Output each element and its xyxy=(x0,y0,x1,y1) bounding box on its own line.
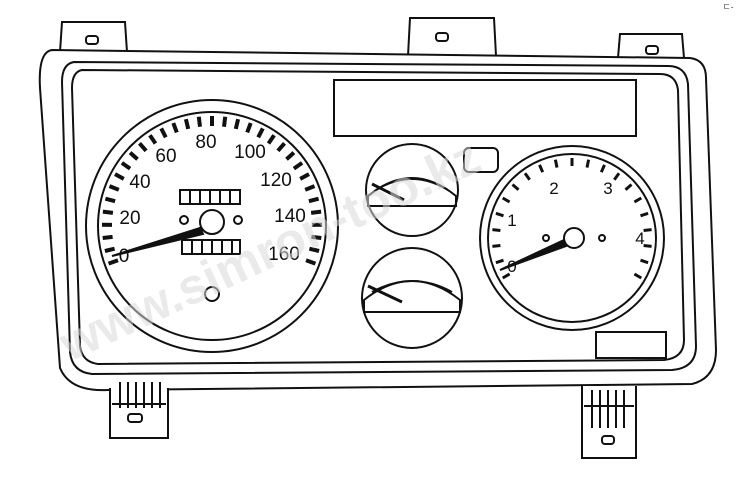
tach-label-1: 1 xyxy=(507,211,516,230)
speedometer-tick xyxy=(199,117,200,127)
speed-label-20: 20 xyxy=(119,208,140,229)
tachometer-tick xyxy=(587,160,589,168)
tach-label-3: 3 xyxy=(603,179,612,198)
speed-label-120: 120 xyxy=(260,170,292,191)
tachometer-tick xyxy=(492,246,500,247)
tach-label-0: 0 xyxy=(507,257,516,276)
speedometer-tick xyxy=(186,119,188,129)
speedometer-tick xyxy=(224,117,225,127)
speedometer-tick xyxy=(103,212,113,213)
speedometer-tick xyxy=(105,249,115,251)
speedometer-tick xyxy=(236,119,238,129)
speed-label-100: 100 xyxy=(234,142,266,163)
corner-mark: ㄷ- xyxy=(722,2,733,12)
speedometer-tick xyxy=(103,237,113,238)
speedometer-tick xyxy=(105,199,115,202)
tachometer-tick xyxy=(555,160,557,168)
mount-tab-center xyxy=(408,18,496,56)
speed-label-60: 60 xyxy=(155,146,176,167)
tachometer-tick xyxy=(644,230,652,231)
speed-label-80: 80 xyxy=(195,132,216,153)
tachometer-tick xyxy=(492,230,500,231)
speed-label-0: 0 xyxy=(119,246,130,267)
tachometer-tick xyxy=(644,246,652,247)
speed-label-40: 40 xyxy=(129,172,150,193)
tach-label-4: 4 xyxy=(635,229,644,248)
tach-label-2: 2 xyxy=(549,179,558,198)
